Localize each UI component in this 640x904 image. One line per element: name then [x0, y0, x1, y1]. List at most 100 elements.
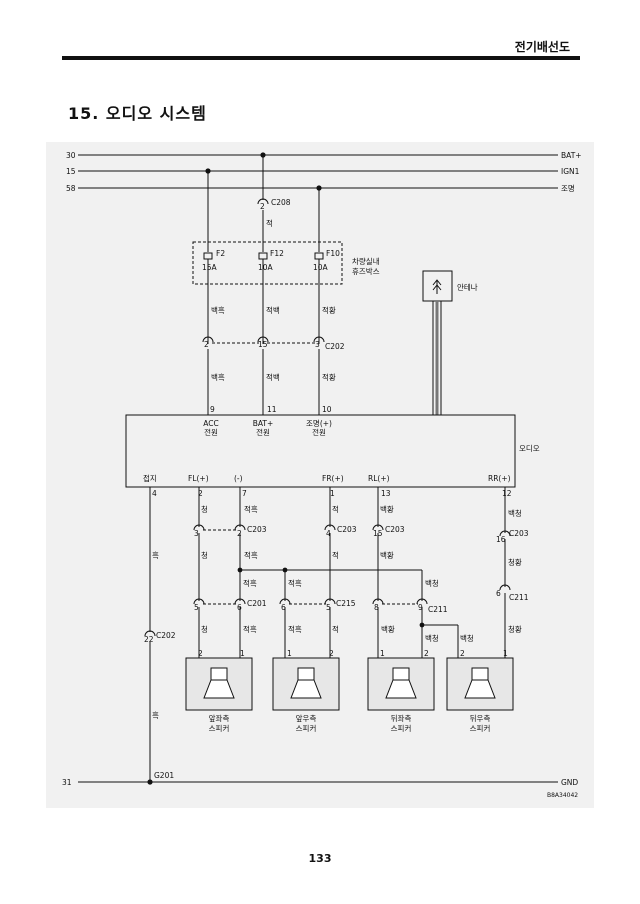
connector-pin: 22 — [144, 635, 154, 644]
audio-pin-number: 12 — [502, 489, 512, 498]
connector-label: C203 — [385, 525, 405, 534]
wire-color-label: 백황 — [381, 624, 395, 634]
audio-pin-label: BAT+ — [253, 419, 274, 428]
wire-color-label: 적황 — [322, 372, 336, 382]
audio-pin-label: FL(+) — [188, 474, 209, 483]
ground-point-label: G201 — [154, 771, 174, 780]
wire-color-label: 적흑 — [244, 504, 258, 514]
fuse-box-label: 차량실내 — [352, 256, 380, 266]
connector-pin: 4 — [326, 529, 331, 538]
wire-color-label: 적 — [332, 624, 339, 634]
speaker-pin: 1 — [380, 649, 385, 658]
audio-pin-label: (-) — [234, 474, 243, 483]
fuse-name: F2 — [216, 249, 225, 258]
audio-pin-number: 11 — [267, 405, 277, 414]
audio-pin-label: RR(+) — [488, 474, 511, 483]
fuse-box-label: 휴즈박스 — [352, 266, 380, 276]
wire-color-label: 적백 — [266, 305, 280, 315]
page-number: 133 — [308, 852, 332, 865]
wire-color-label: 청 — [201, 551, 208, 560]
speaker-label: 뒤좌측 — [391, 714, 412, 723]
audio-pin-number: 9 — [210, 405, 215, 414]
audio-pin-number: 4 — [152, 489, 157, 498]
speaker-pin: 1 — [240, 649, 245, 658]
section-title: 15. 오디오 시스템 — [68, 104, 207, 123]
speaker-pin: 2 — [424, 649, 429, 658]
fuse-rating: 10A — [258, 263, 274, 272]
rail-label: GND — [561, 778, 578, 787]
connector-pin: 2 — [237, 529, 242, 538]
audio-unit-label: 오디오 — [519, 444, 540, 453]
wire-color-label: 백청 — [460, 633, 474, 643]
audio-pin-label: 접지 — [143, 474, 157, 483]
wire-color-label: 백황 — [380, 550, 394, 560]
speaker-pin: 2 — [198, 649, 203, 658]
speaker-label: 스피커 — [391, 724, 412, 733]
audio-pin-number: 7 — [242, 489, 247, 498]
connector-label: C203 — [337, 525, 357, 534]
audio-pin-label: 전원 — [256, 427, 270, 437]
connector-label: C208 — [271, 198, 291, 207]
connector-label: C211 — [509, 593, 529, 602]
wire-color-label: 적흑 — [244, 550, 258, 560]
connector-label: C203 — [247, 525, 267, 534]
speaker-pin: 1 — [287, 649, 292, 658]
wire-color-label: 적백 — [266, 372, 280, 382]
fuse-name: F10 — [326, 249, 340, 258]
audio-pin-label: RL(+) — [368, 474, 390, 483]
rail-number: 30 — [66, 151, 76, 160]
antenna-label: 안테나 — [457, 282, 478, 292]
audio-pin-label: 전원 — [204, 427, 218, 437]
connector-label: C202 — [325, 342, 345, 351]
connector-pin: 2 — [260, 202, 265, 211]
wire-color-label: 적흑 — [243, 624, 257, 634]
connector-pin: 9 — [418, 603, 423, 612]
connector-pin: 5 — [326, 603, 331, 612]
connector-pin: 6 — [281, 603, 286, 612]
wire-color-label: 백흑 — [211, 372, 225, 382]
connector-pin: 8 — [374, 603, 379, 612]
speaker-label: 앞좌측 — [209, 714, 230, 723]
wire-color-label: 적 — [332, 550, 339, 560]
fuse-rating: 15A — [202, 263, 218, 272]
header-title: 전기배선도 — [514, 40, 570, 54]
connector-label: C202 — [156, 631, 176, 640]
speaker-pin: 2 — [460, 649, 465, 658]
audio-pin-number: 13 — [381, 489, 391, 498]
wire-color-label: 적흑 — [288, 578, 302, 588]
wire-color-label: 백흑 — [211, 305, 225, 315]
connector-label: C215 — [336, 599, 356, 608]
rail-number: 31 — [62, 778, 72, 787]
antenna-icon — [432, 279, 442, 294]
connector-pin: 5 — [194, 603, 199, 612]
audio-pin-label: 전원 — [312, 427, 326, 437]
wire-color-label: 백청 — [425, 578, 439, 588]
connector-pin: 2 — [204, 340, 209, 349]
connector-label: C211 — [428, 605, 448, 614]
connector-pin: 3 — [194, 529, 199, 538]
wire-color-label: 적황 — [322, 305, 336, 315]
wire-color-label: 청황 — [508, 624, 522, 634]
connector-pin: 3 — [315, 340, 320, 349]
wire-color-label: 적 — [266, 218, 273, 228]
rail-label: 조명 — [561, 183, 575, 193]
fuse-name: F12 — [270, 249, 284, 258]
connector-pin: 6 — [496, 589, 501, 598]
connector-label: C203 — [509, 529, 529, 538]
speaker-label: 스피커 — [296, 724, 317, 733]
wire-color-label: 청 — [201, 625, 208, 634]
audio-pin-number: 1 — [330, 489, 335, 498]
audio-pin-number: 10 — [322, 405, 332, 414]
speaker-label: 스피커 — [209, 724, 230, 733]
wire-color-label: 흑 — [152, 710, 159, 720]
connector-pin: 16 — [496, 535, 506, 544]
connector-pin: 15 — [373, 529, 383, 538]
wire-color-label: 백청 — [425, 633, 439, 643]
rail-label: IGN1 — [561, 167, 580, 176]
audio-pin-number: 2 — [198, 489, 203, 498]
wire-color-label: 청 — [201, 505, 208, 514]
wire-color-label: 청황 — [508, 557, 522, 567]
wire-color-label: 적흑 — [288, 624, 302, 634]
audio-pin-label: ACC — [203, 419, 218, 428]
